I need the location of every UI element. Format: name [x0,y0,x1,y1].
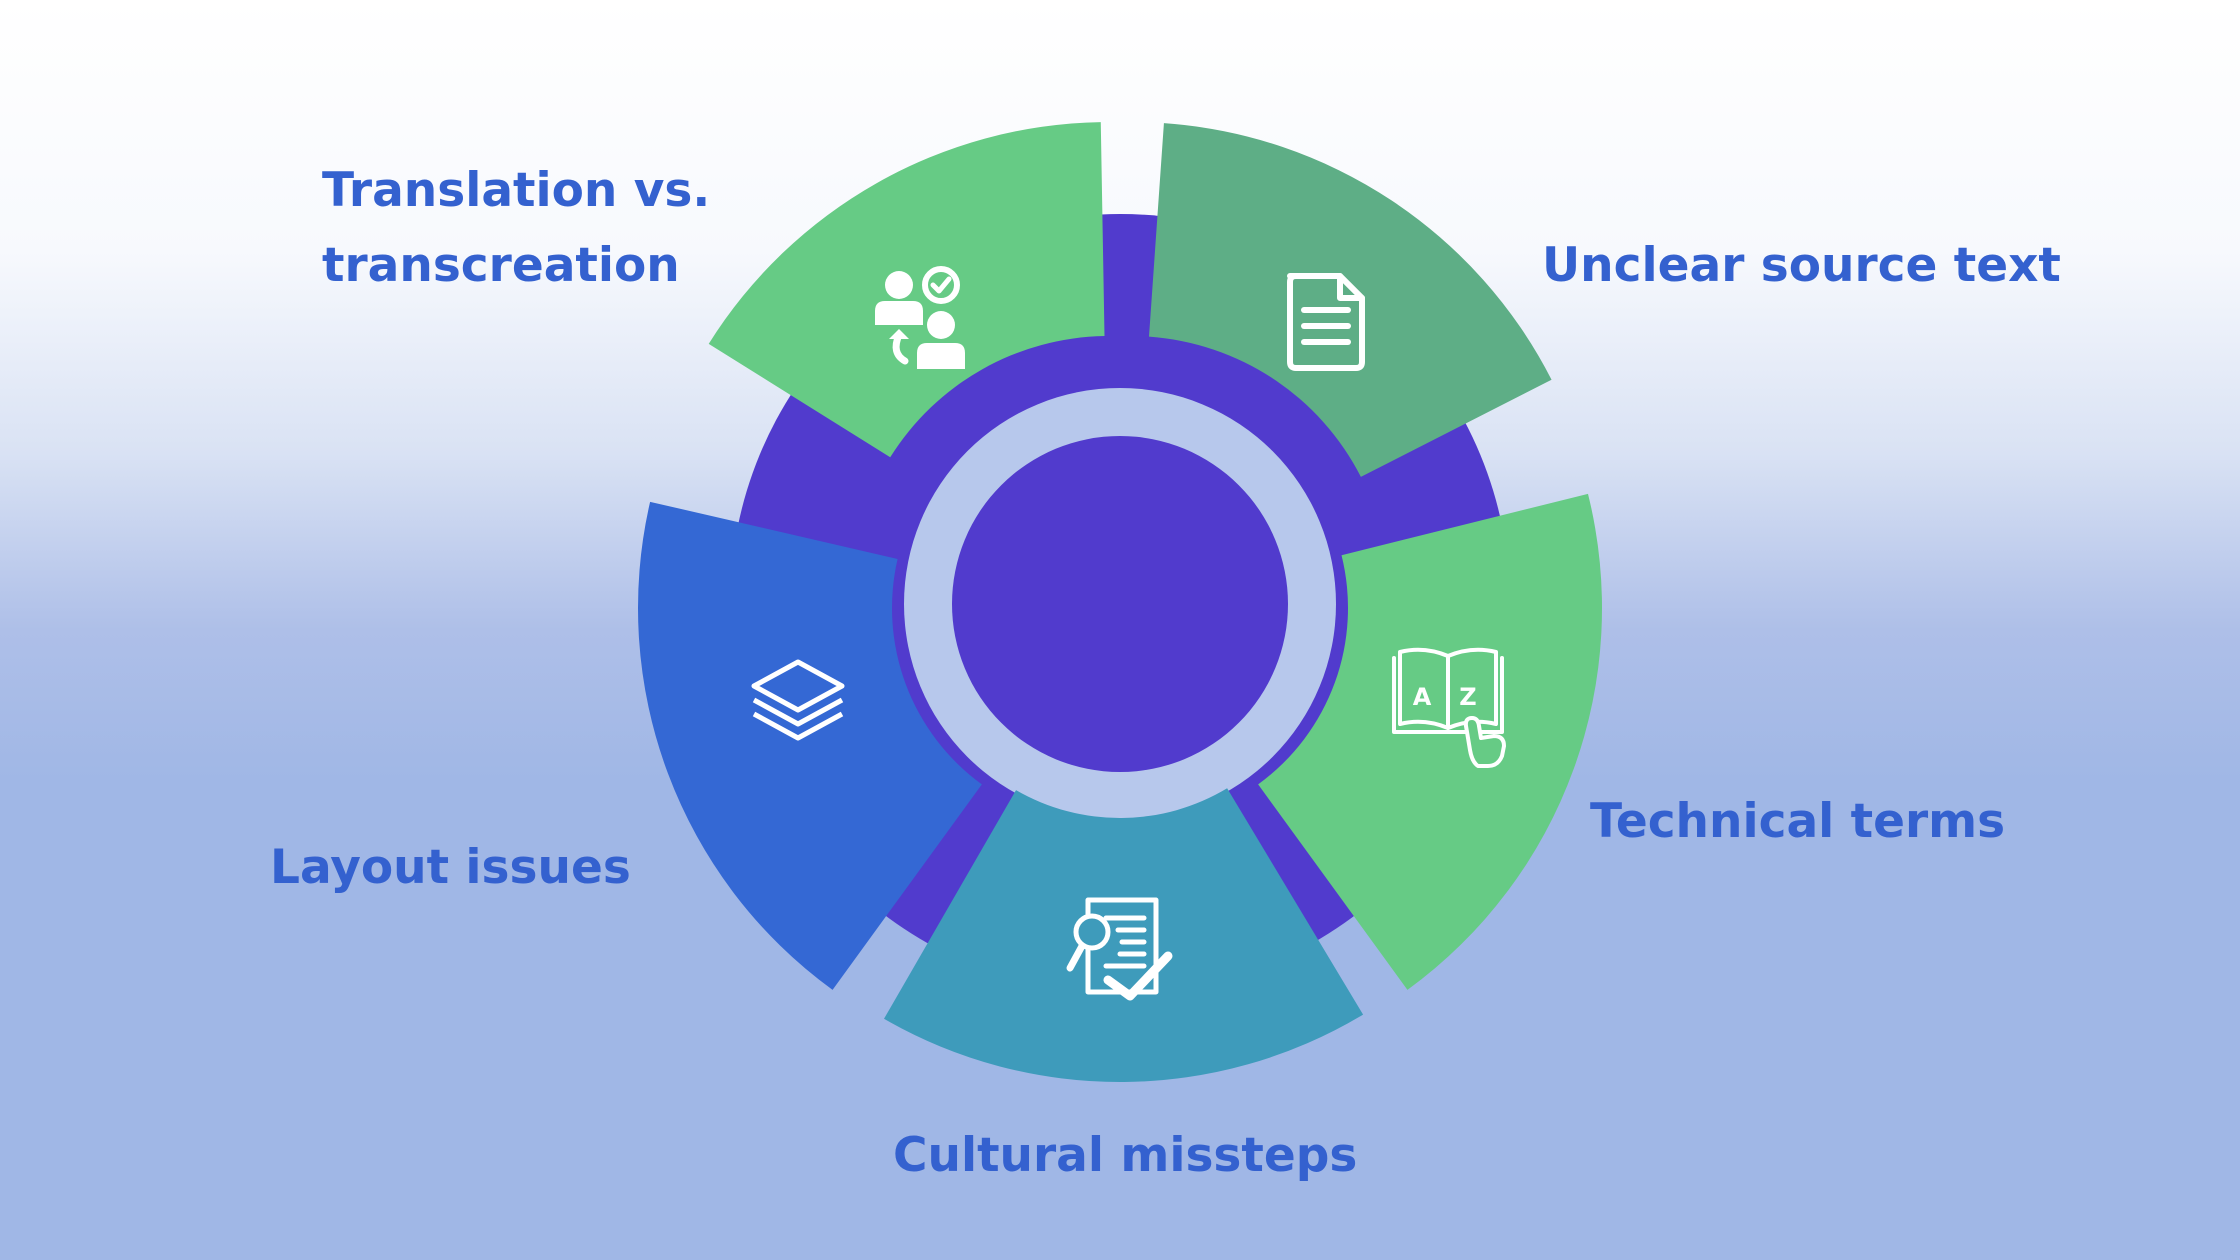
label-cultural-missteps: Cultural missteps [893,1118,1357,1193]
layers-icon [751,659,845,741]
label-unclear-source-text: Unclear source text [1542,228,2061,303]
label-technical-terms: Technical terms [1590,784,2005,859]
segment-technical-terms [1258,493,1602,990]
people-swap-icon [875,266,965,369]
center-circle [952,436,1288,772]
label-line: Technical terms [1590,794,2006,849]
label-line: Cultural missteps [893,1128,1358,1183]
label-line: Layout issues [270,840,631,895]
label-line: Unclear source text [1542,238,2061,293]
svg-text:Z: Z [1459,683,1476,711]
document-icon [1287,273,1365,371]
label-line: Translation vs. [322,163,711,218]
label-translation-vs-transcreation: Translation vs. transcreation [322,153,710,303]
label-layout-issues: Layout issues [270,830,631,905]
dictionary-book-icon: A Z [1392,647,1506,768]
segment-layout-issues [637,501,982,990]
document-review-icon [1066,897,1173,1001]
segment-cultural-missteps [884,788,1364,1082]
label-line: transcreation [322,238,680,293]
svg-text:A: A [1413,683,1432,711]
